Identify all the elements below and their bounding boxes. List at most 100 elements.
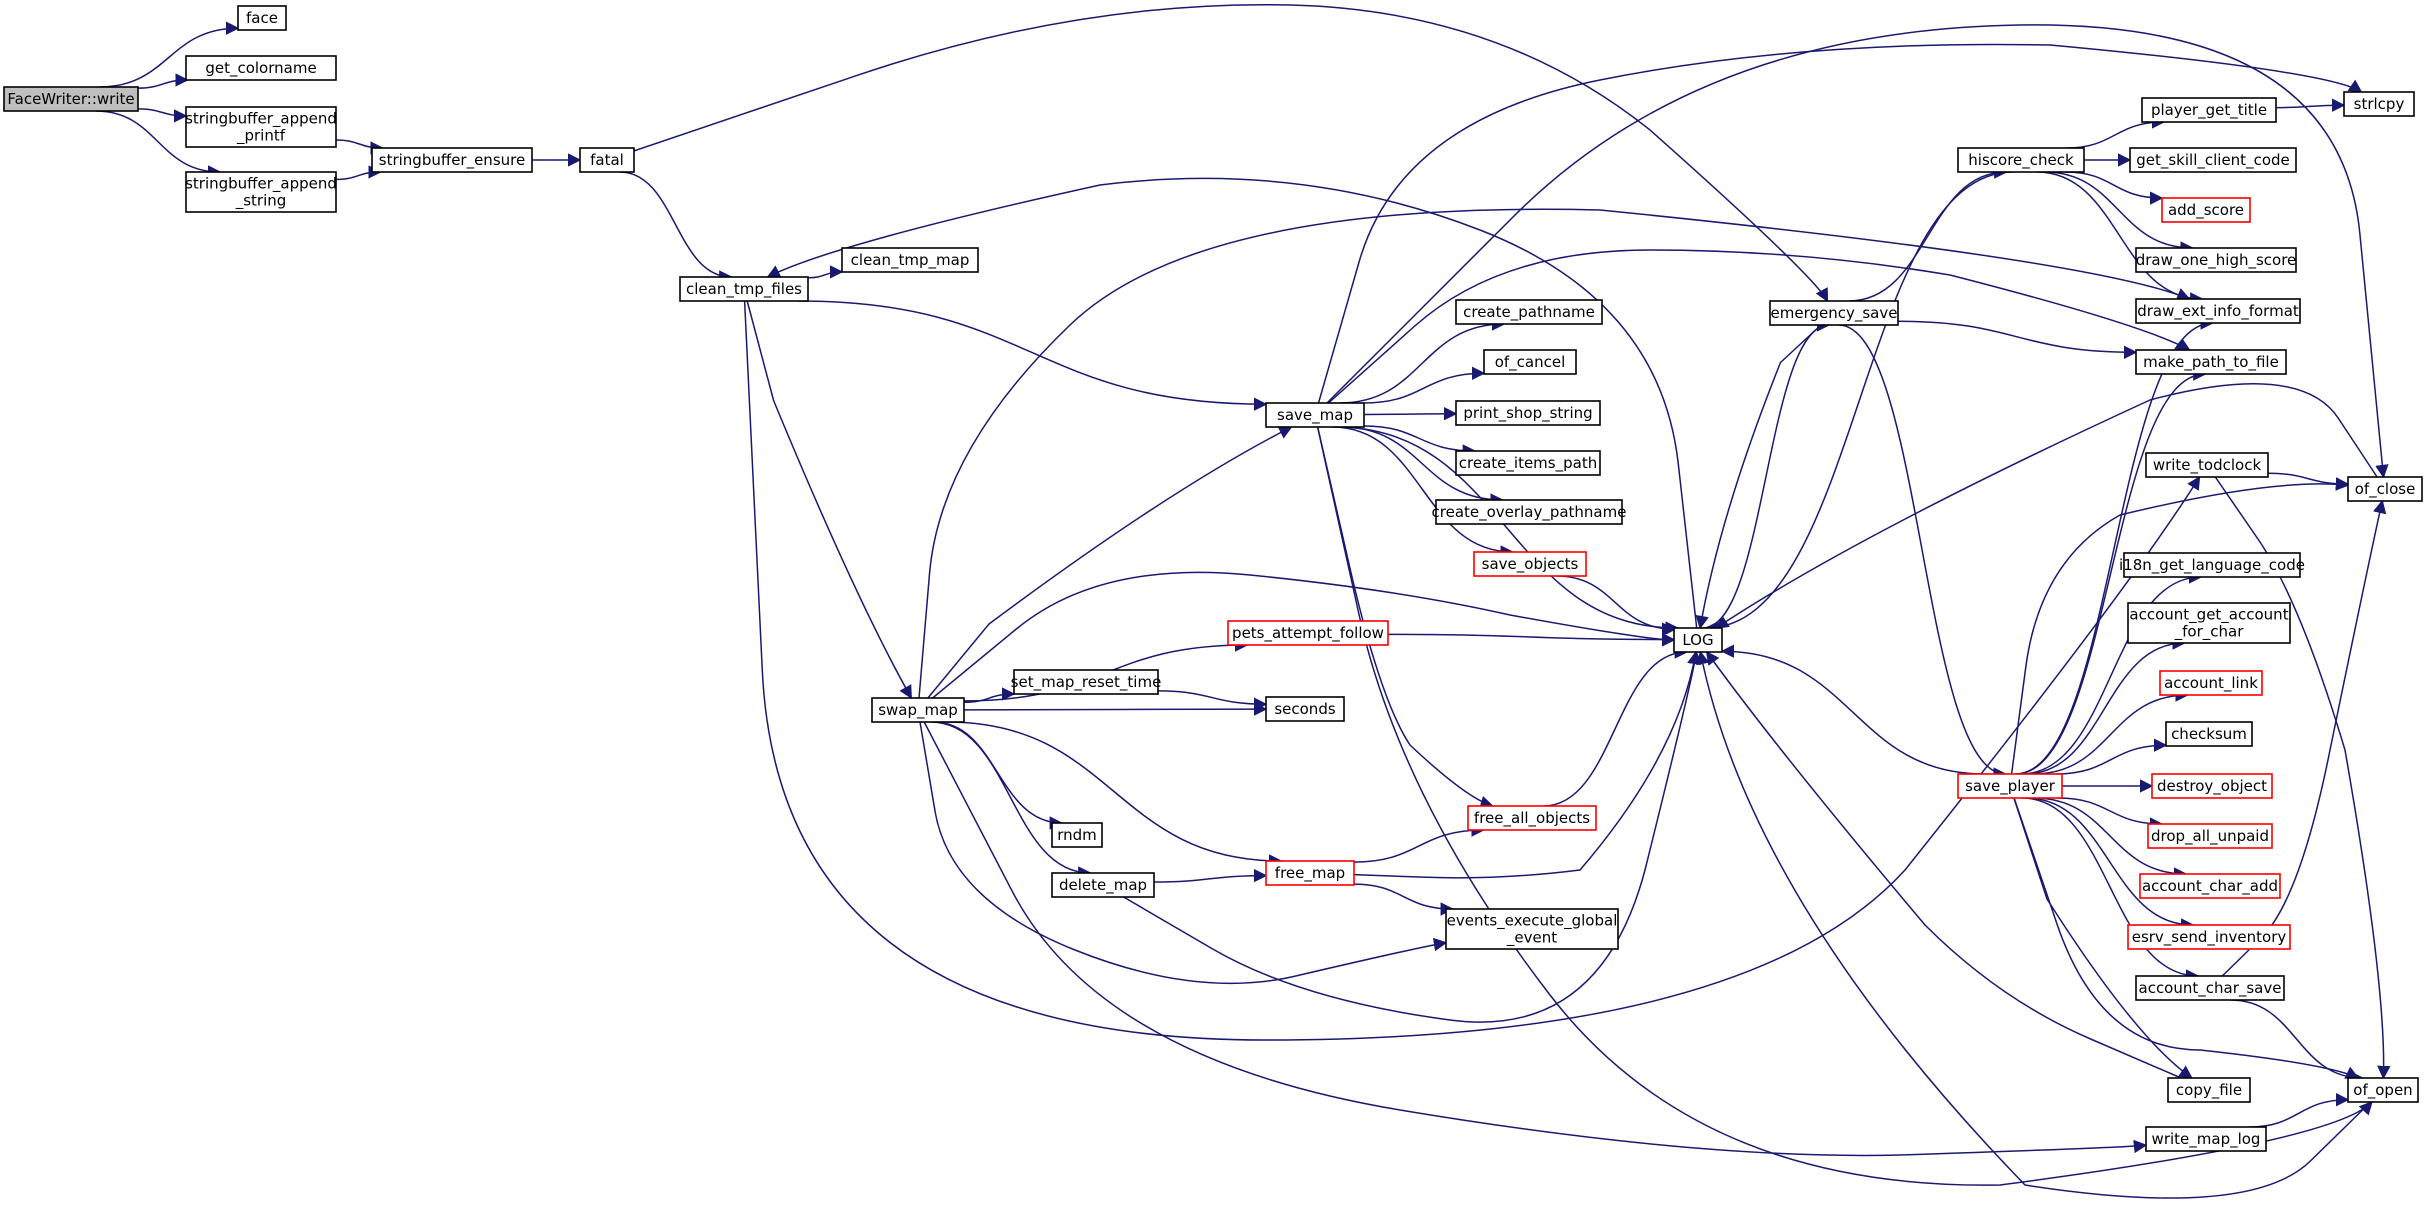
node-save-player[interactable]: save_player bbox=[1957, 773, 2063, 799]
node-draw-one-high-score[interactable]: draw_one_high_score bbox=[2135, 247, 2297, 273]
node-label: _string bbox=[235, 192, 287, 211]
node-box bbox=[1265, 402, 1365, 428]
node-sb-append-printf[interactable]: stringbuffer_append_printf bbox=[185, 106, 337, 148]
edge-save-map-to-create-pathname bbox=[1339, 317, 1506, 404]
node-facewriter-write[interactable]: FaceWriter::write bbox=[3, 86, 139, 112]
node-create-pathname[interactable]: create_pathname bbox=[1455, 299, 1603, 325]
node-box bbox=[1957, 773, 2063, 799]
node-account-char-save[interactable]: account_char_save bbox=[2135, 975, 2285, 1001]
node-delete-map[interactable]: delete_map bbox=[1051, 872, 1155, 898]
node-label: of_open bbox=[2353, 1081, 2412, 1100]
node-fatal[interactable]: fatal bbox=[579, 147, 635, 173]
node-rndm[interactable]: rndm bbox=[1051, 822, 1103, 848]
node-label: strlcpy bbox=[2354, 95, 2405, 113]
node-of-open[interactable]: of_open bbox=[2347, 1077, 2419, 1103]
node-write-todclock[interactable]: write_todclock bbox=[2145, 452, 2269, 478]
node-label: FaceWriter::write bbox=[7, 90, 134, 108]
node-create-items-path[interactable]: create_items_path bbox=[1455, 450, 1601, 476]
node-set-map-reset-time[interactable]: set_map_reset_time bbox=[1011, 669, 1162, 695]
edge-save-player-to-checksum bbox=[2055, 738, 2168, 775]
node-label: print_shop_string bbox=[1463, 404, 1592, 423]
node-make-path-to-file[interactable]: make_path_to_file bbox=[2135, 349, 2287, 375]
edge-set-map-reset-time-to-seconds bbox=[1157, 690, 1268, 711]
node-account-char-add[interactable]: account_char_add bbox=[2139, 873, 2281, 899]
edge-save-player-to-account-char-save bbox=[2021, 797, 2200, 983]
node-save-map[interactable]: save_map bbox=[1265, 402, 1365, 428]
node-hiscore-check[interactable]: hiscore_check bbox=[1957, 147, 2085, 173]
node-emergency-save[interactable]: emergency_save bbox=[1769, 300, 1899, 326]
node-label: draw_one_high_score bbox=[2136, 251, 2297, 270]
node-add-score[interactable]: add_score bbox=[2161, 197, 2251, 223]
edge-save-player-to-account-link bbox=[2033, 688, 2189, 775]
node-player-get-title[interactable]: player_get_title bbox=[2141, 97, 2277, 123]
node-box bbox=[2127, 602, 2291, 644]
edge-sb-append-string-to-sb-ensure bbox=[335, 165, 382, 181]
node-esrv-send-inventory[interactable]: esrv_send_inventory bbox=[2127, 924, 2291, 950]
node-sb-ensure[interactable]: stringbuffer_ensure bbox=[371, 147, 533, 173]
node-log[interactable]: LOG bbox=[1673, 627, 1723, 653]
edge-save-player-to-i18n-get-language-code bbox=[2020, 570, 2203, 775]
node-pets-attempt-follow[interactable]: pets_attempt_follow bbox=[1227, 620, 1389, 646]
node-write-map-log[interactable]: write_map_log bbox=[2145, 1126, 2267, 1152]
node-label: hiscore_check bbox=[1968, 151, 2074, 170]
node-label: create_items_path bbox=[1459, 454, 1597, 473]
node-drop-all-unpaid[interactable]: drop_all_unpaid bbox=[2147, 823, 2273, 849]
node-box bbox=[1435, 499, 1623, 525]
node-of-cancel[interactable]: of_cancel bbox=[1483, 349, 1577, 375]
node-box bbox=[2145, 452, 2269, 478]
node-label: stringbuffer_append bbox=[185, 110, 337, 129]
node-save-objects[interactable]: save_objects bbox=[1473, 551, 1587, 577]
node-clean-tmp-map[interactable]: clean_tmp_map bbox=[841, 247, 979, 273]
node-box bbox=[2135, 975, 2285, 1001]
edge-hiscore-check-to-log bbox=[1704, 171, 2013, 635]
nodes-layer: FaceWriter::write faceget_colornamestring… bbox=[3, 5, 2423, 1152]
node-label: stringbuffer_ensure bbox=[379, 151, 525, 170]
node-label: _printf bbox=[236, 127, 286, 146]
node-copy-file[interactable]: copy_file bbox=[2167, 1077, 2251, 1103]
node-account-link[interactable]: account_link bbox=[2159, 670, 2263, 696]
edge-emergency-save-to-make-path-to-file bbox=[1897, 320, 2138, 360]
edge-free-map-to-log bbox=[1353, 650, 1701, 879]
edge-save-map-to-of-cancel bbox=[1363, 366, 1486, 404]
node-destroy-object[interactable]: destroy_object bbox=[2151, 773, 2273, 799]
node-sb-append-string[interactable]: stringbuffer_append_string bbox=[185, 171, 337, 213]
node-face[interactable]: face bbox=[237, 5, 287, 31]
node-box bbox=[1769, 300, 1899, 326]
node-box bbox=[2151, 773, 2273, 799]
node-get-skill-client-code[interactable]: get_skill_client_code bbox=[2129, 147, 2297, 173]
edge-save-map-to-create-items-path bbox=[1363, 425, 1477, 458]
node-draw-ext-info-format[interactable]: draw_ext_info_format bbox=[2135, 298, 2301, 324]
edges-layer bbox=[95, 3, 2391, 1199]
node-get-colorname[interactable]: get_colorname bbox=[185, 55, 337, 81]
node-box bbox=[237, 5, 287, 31]
node-events-execute[interactable]: events_execute_global_event bbox=[1445, 908, 1619, 950]
node-i18n-get-language-code[interactable]: i18n_get_language_code bbox=[2119, 552, 2305, 578]
node-clean-tmp-files[interactable]: clean_tmp_files bbox=[679, 276, 809, 302]
node-label: write_map_log bbox=[2152, 1130, 2261, 1149]
node-box bbox=[1455, 299, 1603, 325]
node-box bbox=[1467, 805, 1597, 831]
node-label: of_cancel bbox=[1495, 353, 1566, 372]
edge-free-map-to-free-all-objects bbox=[1353, 823, 1485, 863]
node-account-get-account-for-char[interactable]: account_get_account_for_char bbox=[2127, 602, 2291, 644]
node-swap-map[interactable]: swap_map bbox=[871, 697, 965, 723]
node-checksum[interactable]: checksum bbox=[2165, 721, 2253, 747]
node-create-overlay-pathname[interactable]: create_overlay_pathname bbox=[1432, 499, 1627, 525]
node-seconds[interactable]: seconds bbox=[1265, 696, 1345, 722]
node-free-all-objects[interactable]: free_all_objects bbox=[1467, 805, 1597, 831]
node-free-map[interactable]: free_map bbox=[1265, 860, 1355, 886]
node-strlcpy[interactable]: strlcpy bbox=[2343, 91, 2415, 117]
node-box bbox=[2343, 91, 2415, 117]
edge-account-char-save-to-of-close bbox=[2221, 499, 2387, 977]
edge-swap-map-to-seconds bbox=[963, 702, 1268, 716]
node-label: of_close bbox=[2355, 480, 2416, 499]
node-box bbox=[2147, 823, 2273, 849]
node-label: pets_attempt_follow bbox=[1232, 624, 1384, 643]
edge-clean-tmp-files-to-swap-map bbox=[746, 300, 912, 700]
node-box bbox=[579, 147, 635, 173]
node-print-shop-string[interactable]: print_shop_string bbox=[1455, 400, 1601, 426]
node-of-close[interactable]: of_close bbox=[2347, 476, 2423, 502]
node-label: create_overlay_pathname bbox=[1432, 503, 1627, 522]
node-label: account_char_save bbox=[2139, 979, 2282, 998]
node-box bbox=[2161, 197, 2251, 223]
